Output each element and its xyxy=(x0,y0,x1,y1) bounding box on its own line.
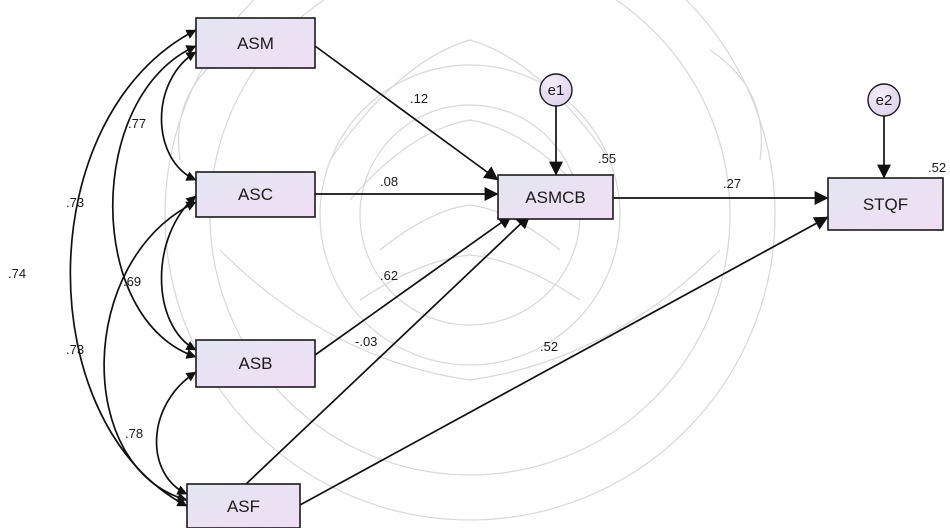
cov-asb-asf xyxy=(155,371,197,495)
node-stqf[interactable]: STQF xyxy=(827,177,944,231)
node-asmcb[interactable]: ASMCB xyxy=(497,174,614,220)
coef-asm-asmcb: .12 xyxy=(410,91,428,106)
error-e2-label: e2 xyxy=(876,92,893,109)
cov-asc-asb xyxy=(160,195,197,351)
coef-asf-asmcb: -.03 xyxy=(355,334,377,349)
coef-asmcb-stqf: .27 xyxy=(723,176,741,191)
node-asb-label: ASB xyxy=(238,354,272,373)
node-asm[interactable]: ASM xyxy=(195,17,316,69)
node-stqf-label: STQF xyxy=(863,195,908,214)
cov-label-asm-asc: .77 xyxy=(128,116,146,131)
cov-asm-asb xyxy=(111,45,197,359)
node-asc-label: ASC xyxy=(238,185,273,204)
path-asm-asmcb xyxy=(314,45,499,181)
seal-watermark xyxy=(164,0,776,521)
cov-asm-asc xyxy=(160,51,197,181)
node-asmcb-label: ASMCB xyxy=(525,188,585,207)
coef-asb-asmcb: .62 xyxy=(380,268,398,283)
node-asf-label: ASF xyxy=(227,497,260,516)
error-e1-label: e1 xyxy=(548,82,565,99)
path-asf-asmcb xyxy=(244,214,531,486)
cov-label-asb-asf: .78 xyxy=(125,426,143,441)
error-e1[interactable]: e1 xyxy=(539,73,573,107)
paths xyxy=(244,45,891,506)
cov-label-asc-asb: .69 xyxy=(123,274,141,289)
coef-asc-asmcb: .08 xyxy=(380,174,398,189)
cov-label-asc-asf: .73 xyxy=(66,342,84,357)
node-asm-label: ASM xyxy=(237,34,274,53)
cov-asc-asf xyxy=(103,201,197,503)
cov-label-asm-asb: .73 xyxy=(66,195,84,210)
covariances xyxy=(69,29,197,507)
node-asc[interactable]: ASC xyxy=(195,171,316,218)
node-asf[interactable]: ASF xyxy=(186,483,301,528)
path-asf-stqf xyxy=(299,216,829,506)
node-asb[interactable]: ASB xyxy=(195,339,316,388)
error-e2[interactable]: e2 xyxy=(867,83,901,117)
coef-asf-stqf: .52 xyxy=(540,339,558,354)
path-asb-asmcb xyxy=(314,214,513,356)
cov-label-asm-asf: .74 xyxy=(8,266,26,281)
r2-stqf: .52 xyxy=(928,160,946,175)
r2-asmcb: .55 xyxy=(598,151,616,166)
